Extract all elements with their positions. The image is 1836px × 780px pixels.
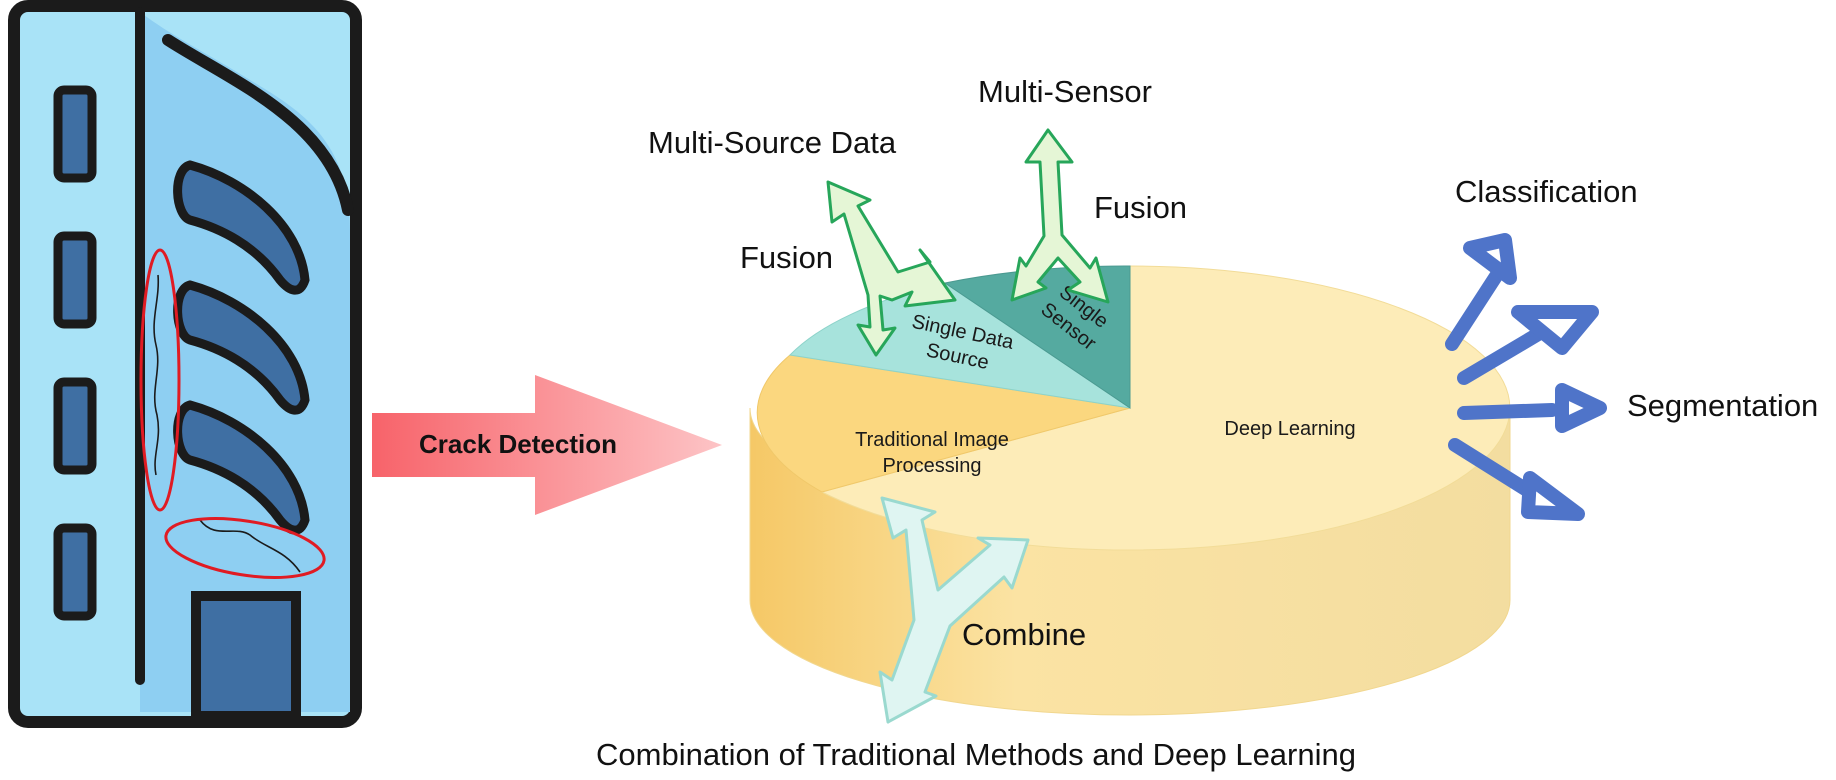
window-icon bbox=[53, 231, 97, 329]
output-arrow-icon bbox=[1445, 233, 1607, 521]
window-icon bbox=[53, 85, 97, 183]
combine-label: Combine bbox=[962, 617, 1086, 652]
crack-line bbox=[199, 519, 301, 573]
crack-detection-label: Crack Detection bbox=[419, 429, 617, 459]
caption: Combination of Traditional Methods and D… bbox=[596, 737, 1356, 772]
crack-annotation-icon bbox=[139, 248, 181, 512]
multi-sensor-label: Multi-Sensor bbox=[978, 74, 1152, 109]
slice-traditional bbox=[756, 354, 1131, 493]
traditional-label-line1: Traditional Image bbox=[855, 429, 1009, 451]
building-icon bbox=[8, 0, 362, 728]
window-icon bbox=[53, 523, 97, 621]
door-icon bbox=[191, 591, 301, 721]
window-icon bbox=[173, 280, 310, 415]
window-icon bbox=[53, 377, 97, 475]
combine-arrow-icon: Combine bbox=[878, 496, 1086, 724]
classification-label: Classification bbox=[1455, 174, 1638, 209]
fusion-right-label: Fusion bbox=[1094, 190, 1187, 225]
crack-annotation-icon bbox=[164, 517, 326, 579]
multi-source-data-label: Multi-Source Data bbox=[648, 125, 897, 160]
crack-line bbox=[153, 274, 160, 476]
segmentation-label: Segmentation bbox=[1627, 388, 1818, 423]
traditional-label-line2: Processing bbox=[883, 455, 982, 477]
fusion-left-label: Fusion bbox=[740, 240, 833, 275]
window-icon bbox=[173, 160, 310, 295]
window-icon bbox=[173, 400, 310, 535]
deep-learning-label: Deep Learning bbox=[1224, 418, 1355, 440]
fork-arrow-icon: Multi-Source Data Multi-Sensor Fusion Fu… bbox=[648, 74, 1187, 357]
crack-detection-arrow: Crack Detection bbox=[372, 375, 722, 515]
